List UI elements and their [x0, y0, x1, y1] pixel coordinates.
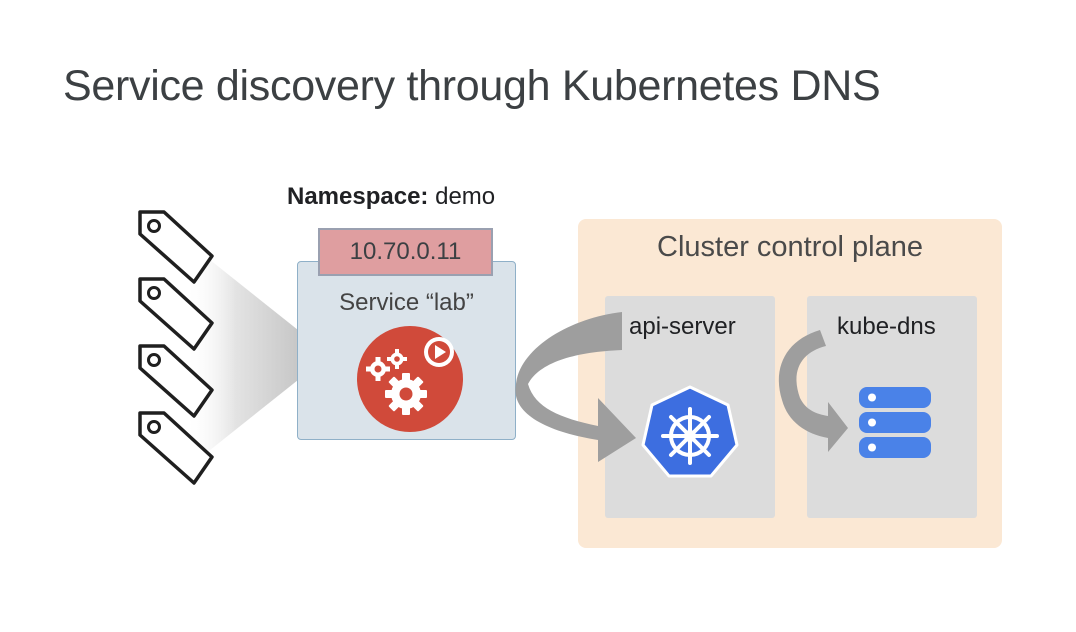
slide-title: Service discovery through Kubernetes DNS [63, 62, 881, 110]
tag-icon [138, 277, 214, 351]
tag-icon [138, 210, 214, 284]
kube-dns-box: kube-dns [807, 296, 977, 518]
api-server-box: api-server [605, 296, 775, 518]
namespace-label: Namespace: demo [287, 183, 495, 211]
pod-tag-4 [138, 411, 214, 485]
api-server-label: api-server [629, 313, 736, 340]
service-box: Service “lab” [297, 261, 516, 440]
gears-play-icon [357, 326, 463, 432]
service-ip-box: 10.70.0.11 [318, 228, 493, 276]
cluster-control-plane: Cluster control plane api-server kube-dn… [578, 219, 1002, 548]
database-icon [859, 387, 931, 458]
kube-dns-label: kube-dns [837, 313, 936, 340]
tag-icon [138, 344, 214, 418]
kubernetes-helm-icon [641, 385, 739, 478]
namespace-value: demo [435, 183, 496, 210]
pod-tag-1 [138, 210, 214, 284]
fan-in-beam [185, 240, 298, 470]
service-label: Service “lab” [339, 289, 474, 316]
pod-tag-2 [138, 277, 214, 351]
pod-tag-3 [138, 344, 214, 418]
tag-icon [138, 411, 214, 485]
control-plane-title: Cluster control plane [657, 231, 923, 263]
namespace-key: Namespace: [287, 183, 429, 210]
